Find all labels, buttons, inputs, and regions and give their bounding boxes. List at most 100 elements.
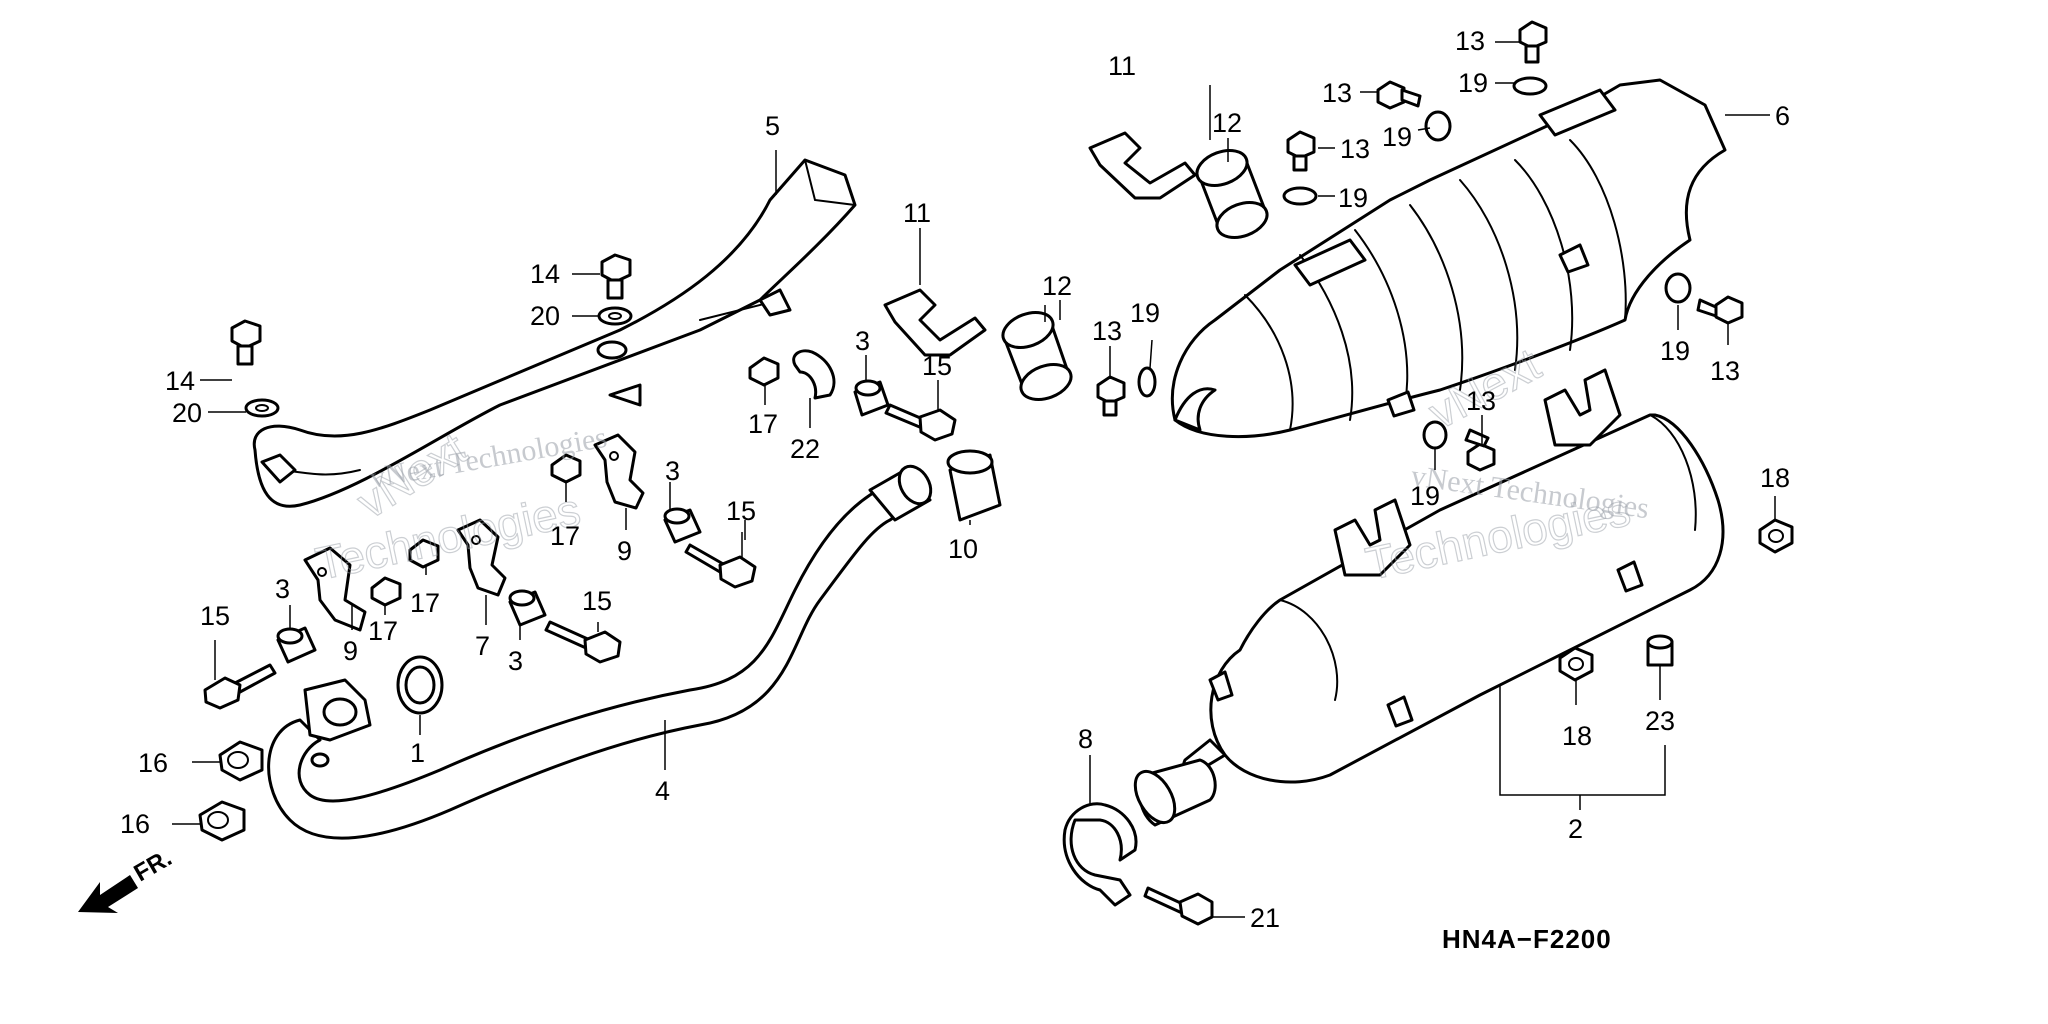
part-15-bolt-mid[interactable] [544,620,622,664]
part-5-bracket[interactable] [252,158,857,508]
callout-22: 22 [790,434,820,464]
callout-17-c: 17 [550,521,580,551]
part-7-clamp[interactable] [456,518,507,597]
callout-9-b: 9 [617,536,632,566]
part-2-muffler[interactable] [1127,368,1725,829]
callout-13-d: 13 [1092,316,1122,346]
callout-13-b: 13 [1322,78,1352,108]
part-16-nut-lower[interactable] [198,800,246,842]
part-22-clip[interactable] [792,349,836,400]
part-12-grommet-upper[interactable] [1192,144,1272,244]
part-14-bolt-upper[interactable] [600,253,632,300]
part-13-bolt-c[interactable] [1286,130,1316,172]
part-13-bolt-top[interactable] [1518,20,1548,64]
callout-15-a: 15 [200,601,230,631]
callout-18-a: 18 [1760,463,1790,493]
part-16-nut-upper[interactable] [218,740,264,782]
part-14-bolt-lower[interactable] [230,319,262,366]
part-1-gasket[interactable] [396,655,444,715]
callout-19-c: 19 [1338,183,1368,213]
callout-14-a: 14 [530,259,560,289]
callout-7: 7 [475,631,490,661]
callout-6: 6 [1775,101,1790,131]
part-12-grommet-lower[interactable] [998,306,1076,406]
callout-11-a: 11 [903,198,931,228]
callout-18-b: 18 [1562,721,1592,751]
callout-8: 8 [1078,724,1093,754]
callout-23: 23 [1645,706,1675,736]
part-17-nut-b[interactable] [408,538,440,569]
front-arrow: FR. [78,844,176,913]
callout-20-b: 20 [172,398,202,428]
part-13-bolt-e[interactable] [1696,295,1744,325]
callout-12-a: 12 [1042,271,1072,301]
callout-5: 5 [765,111,780,141]
callout-13-f: 13 [1466,386,1496,416]
callout-12-b: 12 [1212,108,1242,138]
callout-14-b: 14 [165,366,195,396]
part-15-bolt-left[interactable] [203,663,277,710]
part-3-collar-b[interactable] [508,589,547,627]
callout-15-c: 15 [726,496,756,526]
part-17-nut-a[interactable] [370,576,402,607]
callout-3-c: 3 [665,456,680,486]
callout-19-d: 19 [1130,298,1160,328]
part-3-collar-c[interactable] [663,507,702,544]
watermark-big-left-2: Technologies [311,483,584,590]
callout-19-f: 19 [1410,481,1440,511]
callout-15-d: 15 [922,351,952,381]
diagram-code: HN4A−F2200 [1442,924,1612,954]
part-19-washer-e[interactable] [1664,272,1692,304]
leader-lines [172,41,1776,918]
part-19-washer-top[interactable] [1512,76,1548,96]
part-13-bolt-f[interactable] [1464,428,1496,472]
part-8-clamp-band[interactable] [1062,802,1138,907]
part-3-collar-a[interactable] [276,626,317,664]
part-15-bolt-right[interactable] [884,403,957,442]
callout-19-b: 19 [1382,122,1412,152]
part-19-washer-d[interactable] [1137,366,1157,398]
part-4-exhaust-pipe[interactable] [267,461,938,840]
callout-13-e: 13 [1710,356,1740,386]
callout-13-c: 13 [1340,134,1370,164]
callout-3-b: 3 [508,646,523,676]
part-19-washer-b[interactable] [1424,110,1452,142]
callout-11-b: 11 [1108,51,1136,81]
part-13-bolt-b[interactable] [1376,80,1422,110]
part-10-collar[interactable] [946,449,1002,522]
front-label: FR. [130,844,177,887]
callout-17-a: 17 [368,616,398,646]
part-15-bolt-center[interactable] [684,543,757,589]
callout-2: 2 [1568,814,1583,844]
callout-10: 10 [948,534,978,564]
part-23-cap[interactable] [1646,634,1674,667]
callout-16-b: 16 [120,809,150,839]
callout-9-a: 9 [343,636,358,666]
callout-16-a: 16 [138,748,168,778]
part-11-pin-lower[interactable] [883,288,987,357]
callout-3-a: 3 [275,574,290,604]
part-21-bolt[interactable] [1143,886,1214,926]
part-9-clamp-right[interactable] [593,433,645,510]
part-17-nut-c[interactable] [550,453,582,484]
part-11-pin-upper[interactable] [1088,131,1197,200]
part-17-nut-d[interactable] [748,356,780,387]
part-13-bolt-d[interactable] [1096,375,1126,417]
part-3-collar-d[interactable] [853,379,890,417]
callout-19-e: 19 [1660,336,1690,366]
callout-20-a: 20 [530,301,560,331]
part-9-clamp-left[interactable] [303,546,367,632]
part-20-washer-lower[interactable] [244,398,280,418]
part-18-nut-lower[interactable] [1558,646,1594,682]
part-6-heat-shield[interactable] [1170,78,1727,439]
callout-15-b: 15 [582,586,612,616]
part-19-washer-c[interactable] [1282,186,1318,206]
callout-19-a: 19 [1458,68,1488,98]
callout-21: 21 [1250,903,1280,933]
callouts: 1 2 3 3 3 3 4 5 6 7 8 9 9 10 11 11 12 12… [120,26,1790,933]
callout-17-b: 17 [410,588,440,618]
part-18-nut-upper[interactable] [1758,518,1794,554]
part-20-washer-upper[interactable] [597,306,633,326]
callout-1: 1 [410,738,425,768]
